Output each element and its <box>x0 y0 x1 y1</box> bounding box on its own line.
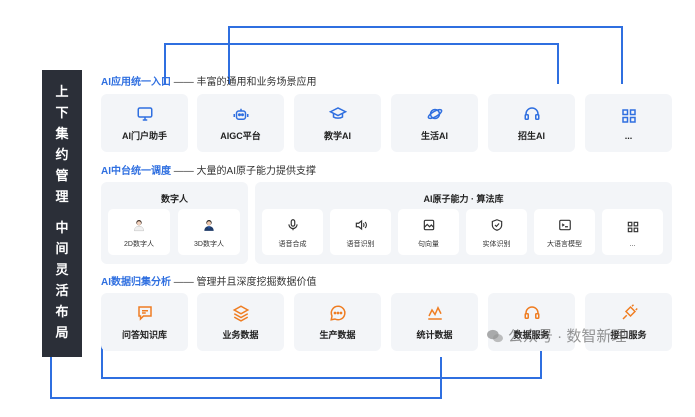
plug-icon <box>619 303 639 323</box>
image-icon <box>419 215 439 235</box>
panel-title: 数字人 <box>101 192 248 205</box>
watermark: 公众号 · 数智新理 <box>486 325 626 346</box>
grid-icon <box>623 217 643 237</box>
side-banner: 上 下 集 约 管 理 中 间 灵 活 布 局 <box>42 70 82 357</box>
headset-icon <box>522 104 542 124</box>
data-card-business[interactable]: 业务数据 <box>197 293 284 351</box>
atomic-item-more[interactable]: ... <box>602 209 663 255</box>
entry-card-teaching[interactable]: 教学AI <box>294 94 381 152</box>
banner-char: 下 <box>55 103 68 124</box>
section-highlight: AI中台统一调度 <box>101 166 171 177</box>
bottom-connector-outer <box>50 357 442 399</box>
chat-doc-icon <box>135 303 155 323</box>
banner-char: 约 <box>55 145 68 166</box>
banner-char: 活 <box>55 281 68 302</box>
data-card-statistics[interactable]: 统计数据 <box>391 293 478 351</box>
graduation-cap-icon <box>328 104 348 124</box>
banner-char: 灵 <box>55 260 68 281</box>
banner-char: 布 <box>55 302 68 323</box>
entry-card-life[interactable]: 生活AI <box>391 94 478 152</box>
atomic-item-tts[interactable]: 语音合成 <box>262 209 323 255</box>
digital-human-3d[interactable]: 3D数字人 <box>178 209 240 255</box>
entry-card-label: ... <box>625 131 633 141</box>
data-card-production[interactable]: 生产数据 <box>294 293 381 351</box>
watermark-text: 公众号 · 数智新理 <box>508 325 626 346</box>
digital-human-panel: 数字人 2D数字人 3D数字人 <box>101 182 248 264</box>
robot-icon <box>231 104 251 124</box>
headset-icon <box>522 303 542 323</box>
banner-char: 管 <box>55 166 68 187</box>
sub-label: 2D数字人 <box>124 239 154 249</box>
banner-char: 理 <box>55 187 68 208</box>
data-card-label: 问答知识库 <box>122 328 167 341</box>
data-card-qa-kb[interactable]: 问答知识库 <box>101 293 188 351</box>
atomic-capability-panel: AI原子能力 · 算法库 语音合成 语音识别 句向量 实体识别 大语言模型 ..… <box>255 182 672 264</box>
sub-label: 实体识别 <box>483 239 511 249</box>
avatar-female-icon <box>129 215 149 235</box>
line-chart-icon <box>425 303 445 323</box>
chat-bubble-icon <box>328 303 348 323</box>
terminal-icon <box>555 215 575 235</box>
wechat-icon <box>486 328 504 344</box>
entry-card-admission[interactable]: 招生AI <box>488 94 575 152</box>
section-title-data: AI数据归集分析 —— 管理并且深度挖掘数据价值 <box>101 273 317 288</box>
data-card-label: 统计数据 <box>416 328 452 341</box>
digital-human-2d[interactable]: 2D数字人 <box>108 209 170 255</box>
sub-label: 句向量 <box>418 239 439 249</box>
banner-char: 间 <box>55 239 68 260</box>
atomic-item-llm[interactable]: 大语言模型 <box>534 209 595 255</box>
section-highlight: AI数据归集分析 <box>101 277 171 288</box>
banner-char: 上 <box>55 82 68 103</box>
atomic-item-asr[interactable]: 语音识别 <box>330 209 391 255</box>
entry-card-label: 招生AI <box>518 129 545 142</box>
sub-label: 语音识别 <box>347 239 375 249</box>
entry-card-label: 教学AI <box>324 129 351 142</box>
data-card-label: 生产数据 <box>319 328 355 341</box>
monitor-icon <box>135 104 155 124</box>
banner-char: 中 <box>55 218 68 239</box>
section-highlight: AI应用统一入口 <box>101 77 171 88</box>
section-desc: —— 管理并且深度挖掘数据价值 <box>171 277 317 288</box>
section-desc: —— 大量的AI原子能力提供支撑 <box>171 166 316 177</box>
section-title-entry: AI应用统一入口 —— 丰富的通用和业务场景应用 <box>101 73 317 88</box>
panel-title: AI原子能力 · 算法库 <box>255 192 672 205</box>
data-card-label: 业务数据 <box>222 328 258 341</box>
section-desc: —— 丰富的通用和业务场景应用 <box>171 77 317 88</box>
sub-label: 3D数字人 <box>194 239 224 249</box>
entry-card-aigc[interactable]: AIGC平台 <box>197 94 284 152</box>
avatar-male-icon <box>199 215 219 235</box>
section-title-middle: AI中台统一调度 —— 大量的AI原子能力提供支撑 <box>101 162 316 177</box>
entry-card-label: AI门户助手 <box>122 129 167 142</box>
entry-card-label: AIGC平台 <box>220 129 261 142</box>
microphone-icon <box>283 215 303 235</box>
sub-label: 语音合成 <box>279 239 307 249</box>
speaker-icon <box>351 215 371 235</box>
entry-card-more[interactable]: ... <box>585 94 672 152</box>
atomic-item-sentence-vector[interactable]: 句向量 <box>398 209 459 255</box>
atomic-item-ner[interactable]: 实体识别 <box>466 209 527 255</box>
shield-check-icon <box>487 215 507 235</box>
sub-label: ... <box>630 241 636 248</box>
sub-label: 大语言模型 <box>547 239 582 249</box>
layers-icon <box>231 303 251 323</box>
banner-char: 集 <box>55 124 68 145</box>
banner-char: 局 <box>55 323 68 344</box>
grid-icon <box>619 106 639 126</box>
entry-card-label: 生活AI <box>421 129 448 142</box>
planet-icon <box>425 104 445 124</box>
entry-card-ai-portal[interactable]: AI门户助手 <box>101 94 188 152</box>
